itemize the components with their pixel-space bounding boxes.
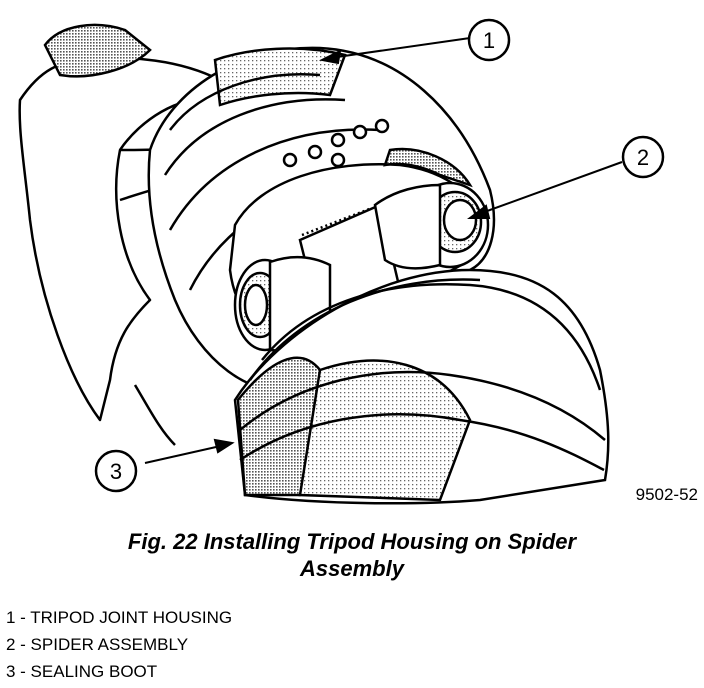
callout-3: 3 [94, 449, 138, 493]
legend-item: 3 - SEALING BOOT [6, 662, 158, 681]
svg-text:2: 2 [637, 145, 649, 170]
figure-caption: Fig. 22 Installing Tripod Housing on Spi… [0, 528, 704, 582]
legend-item: 2 - SPIDER ASSEMBLY [6, 635, 189, 654]
illustration: 1 2 3 9502-52 [18, 18, 698, 505]
caption-line-2: Assembly [300, 556, 404, 581]
figure-code: 9502-52 [636, 485, 698, 504]
svg-text:3: 3 [110, 459, 122, 484]
legend-item: 1 - TRIPOD JOINT HOUSING [6, 608, 233, 627]
callout-1: 1 [467, 18, 511, 62]
sealing-boot-drawing [233, 268, 610, 505]
spider-assembly-drawing [233, 181, 490, 352]
legend: 1 - TRIPOD JOINT HOUSING 2 - SPIDER ASSE… [6, 604, 232, 685]
callout-2: 2 [621, 135, 665, 179]
caption-line-1: Fig. 22 Installing Tripod Housing on Spi… [127, 529, 577, 554]
shaft-end [43, 23, 152, 78]
svg-text:1: 1 [483, 28, 495, 53]
leader-lines [144, 37, 623, 464]
